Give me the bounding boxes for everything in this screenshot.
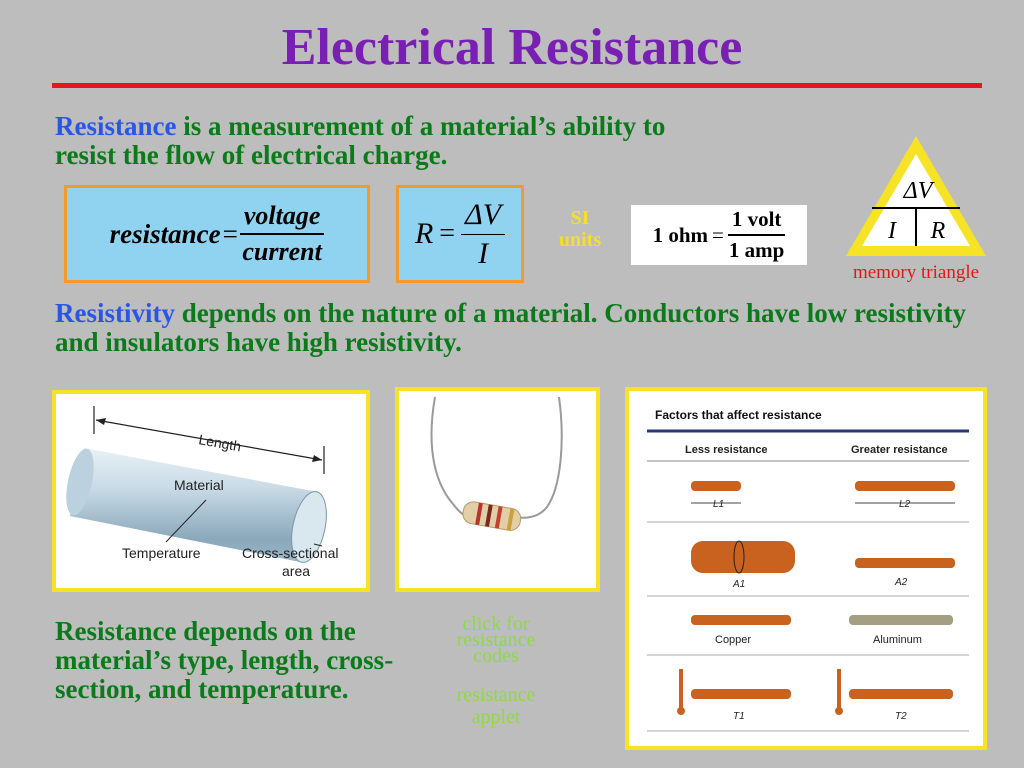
- row2-right-label: A2: [894, 577, 908, 588]
- thermometer-icon-2: [837, 669, 841, 709]
- resistance-codes-link[interactable]: click for resistance codes: [418, 613, 574, 667]
- area-label: area: [282, 563, 310, 579]
- codes-line-2: resistance: [456, 629, 536, 651]
- ohm-equals: =: [712, 222, 724, 247]
- length-label: Length: [197, 431, 242, 454]
- applet-line-1: resistance: [456, 684, 536, 706]
- si-line: SI: [570, 207, 590, 229]
- triangle-caption: memory triangle: [852, 262, 980, 283]
- row4-left-label: T1: [733, 711, 745, 722]
- thermometer-icon: [679, 669, 683, 709]
- resistance-applet-link[interactable]: resistance applet: [418, 684, 574, 728]
- ohm-numerator: 1 volt: [727, 207, 786, 236]
- row4-right-label: T2: [895, 711, 907, 722]
- material-label: Material: [174, 477, 224, 493]
- resistor-photo: [395, 387, 600, 592]
- aluminum-label: Aluminum: [873, 634, 922, 646]
- r-equals: =: [439, 218, 456, 249]
- resistivity-paragraph: Resistivity depends on the nature of a m…: [55, 299, 975, 357]
- si-units-label: SI units: [544, 207, 616, 251]
- cross-section-label: Cross-sectional: [242, 545, 338, 561]
- triangle-top: ΔV: [903, 178, 935, 204]
- memory-triangle: ΔV I R: [846, 136, 986, 256]
- triangle-inner: [862, 154, 970, 246]
- formula-numerator: voltage: [239, 201, 325, 235]
- resistivity-text: depends on the nature of a material. Con…: [55, 298, 966, 357]
- formula-denominator: current: [242, 237, 322, 266]
- formula-lhs: resistance: [109, 218, 221, 249]
- ohm-definition: 1 ohm = 1 volt 1 amp: [631, 205, 807, 265]
- r-formula-box: R = ΔV I: [396, 185, 524, 283]
- resistance-formula-box: resistance = voltage current: [64, 185, 370, 283]
- summary-paragraph: Resistance depends on the material’s typ…: [55, 616, 394, 704]
- page-title: Electrical Resistance: [281, 19, 743, 76]
- triangle-right: R: [930, 218, 946, 244]
- formula-fraction: voltage current: [239, 201, 325, 267]
- resistor-svg: [430, 396, 563, 531]
- ohm-fraction: 1 volt 1 amp: [727, 207, 786, 263]
- greater-resistance-header: Greater resistance: [851, 444, 948, 456]
- cylinder-diagram: Length Material Temperature Cross-sectio…: [52, 390, 370, 592]
- row2-left-label: A1: [732, 579, 745, 590]
- row1-right-label: L2: [899, 499, 911, 510]
- intro-text: is a measurement of a material’s ability…: [55, 111, 666, 170]
- intro-paragraph: Resistance is a measurement of a materia…: [55, 112, 715, 170]
- temperature-label: Temperature: [122, 545, 201, 561]
- units-line: units: [558, 229, 602, 251]
- less-resistance-header: Less resistance: [685, 444, 768, 456]
- ohm-lhs: 1 ohm: [652, 222, 708, 247]
- ohm-denominator: 1 amp: [728, 238, 785, 262]
- applet-line-2: applet: [471, 706, 521, 728]
- factors-panel: Factors that affect resistance Less resi…: [625, 387, 987, 750]
- codes-line-1: click for: [462, 613, 530, 635]
- copper-label: Copper: [715, 634, 751, 646]
- row1-left-label: L1: [713, 499, 724, 510]
- r-numerator: ΔV: [461, 198, 506, 235]
- r-symbol: R: [414, 217, 434, 250]
- r-denominator: I: [478, 236, 489, 270]
- r-fraction: ΔV I: [461, 198, 506, 271]
- cylinder-svg: Length Material Temperature Cross-sectio…: [66, 406, 338, 579]
- factors-svg: Factors that affect resistance Less resi…: [647, 408, 969, 732]
- title-underline: [52, 83, 982, 88]
- intro-term: Resistance: [55, 111, 177, 141]
- formula-equals: =: [222, 218, 238, 249]
- codes-line-3: codes: [473, 645, 519, 667]
- triangle-left: I: [887, 218, 897, 244]
- factors-title: Factors that affect resistance: [655, 408, 822, 422]
- resistivity-term: Resistivity: [55, 298, 175, 328]
